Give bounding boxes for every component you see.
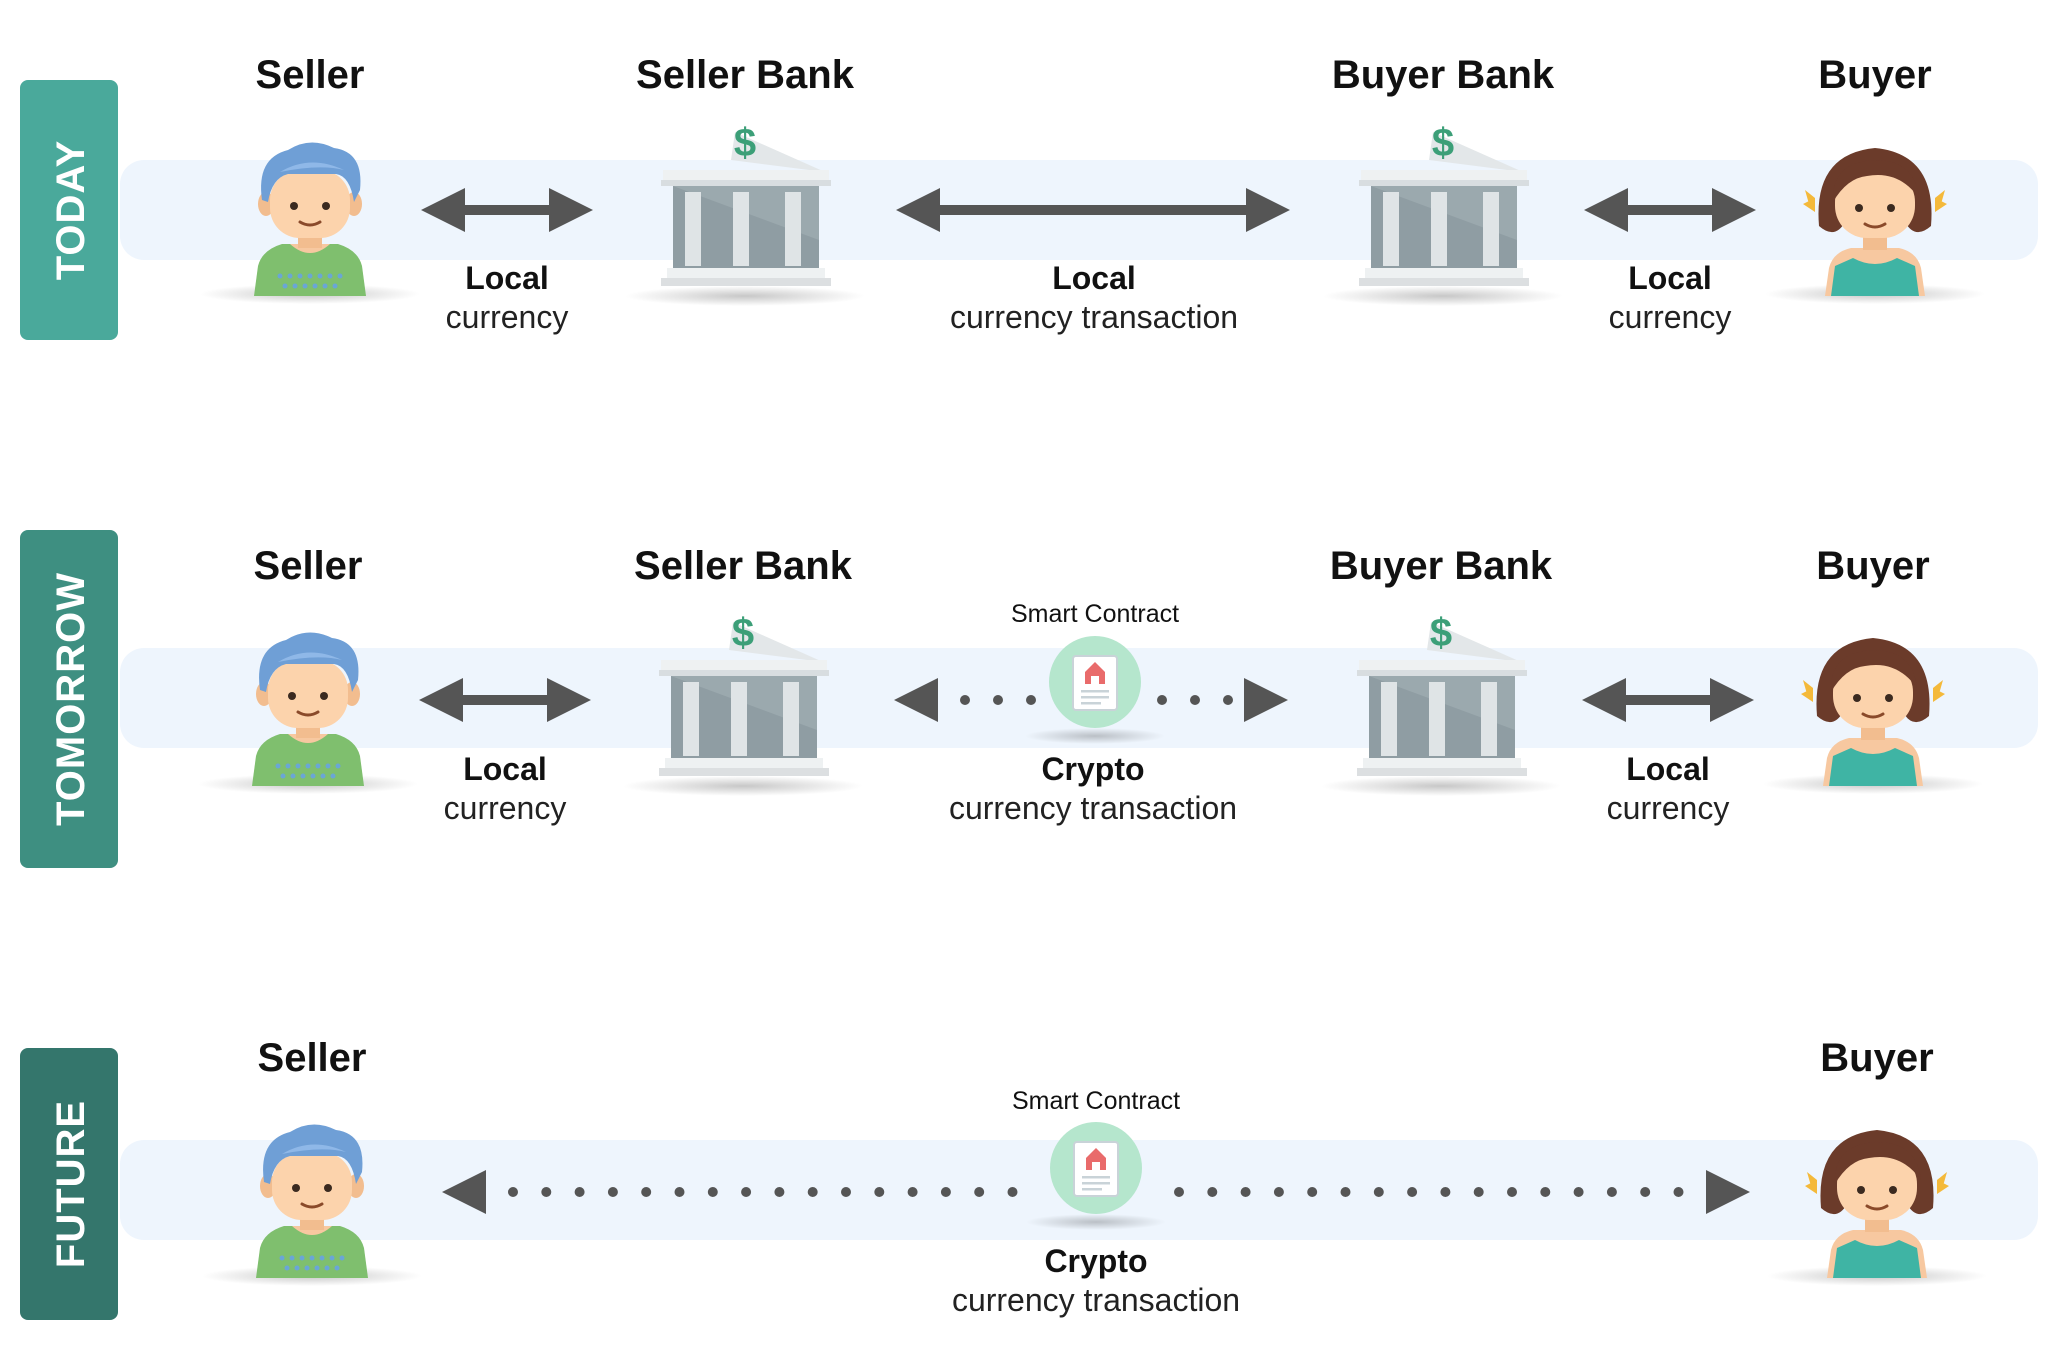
- dotted-arrow-icon: [442, 1170, 1750, 1214]
- arrow-dot: [774, 1187, 785, 1197]
- row-tomorrow: TOMORROW Seller Seller Bank Buyer Bank B…: [20, 530, 2038, 868]
- future-smart-contract-label: Smart Contract: [1012, 1087, 1180, 1115]
- row-future: FUTURE Seller Buyer Smart Contract Crypt…: [20, 1036, 2038, 1320]
- today-seller-title: Seller: [256, 53, 365, 97]
- arrow-dot: [707, 1187, 718, 1197]
- future-label-box: [20, 1048, 118, 1320]
- tomorrow-buyer-title: Buyer: [1816, 544, 1929, 588]
- arrow-dot: [940, 1187, 951, 1197]
- future-middle-caption-bold: Crypto: [1044, 1243, 1147, 1279]
- future-middle-caption: currency transaction: [952, 1282, 1240, 1318]
- arrow-dot: [1573, 1187, 1584, 1197]
- tomorrow-right-caption: currency: [1607, 790, 1730, 826]
- tomorrow-label: TOMORROW: [49, 572, 93, 826]
- future-seller-title: Seller: [258, 1036, 367, 1080]
- arrow-dot: [508, 1187, 518, 1197]
- tomorrow-seller-bank-title: Seller Bank: [634, 544, 853, 588]
- arrow-dot: [1207, 1187, 1218, 1197]
- arrow-dot: [907, 1187, 918, 1197]
- arrow-dot: [874, 1187, 885, 1197]
- today-right-caption: currency: [1609, 299, 1732, 335]
- arrow-dot: [1407, 1187, 1418, 1197]
- tomorrow-middle-caption: currency transaction: [949, 790, 1237, 826]
- tomorrow-right-caption-bold: Local: [1626, 751, 1710, 787]
- arrow-dot: [1540, 1187, 1551, 1197]
- today-right-caption-bold: Local: [1628, 260, 1712, 296]
- tomorrow-left-caption: currency: [444, 790, 567, 826]
- today-middle-caption-bold: Local: [1052, 260, 1136, 296]
- arrow-dot: [1307, 1187, 1318, 1197]
- today-left-caption: currency: [446, 299, 569, 335]
- arrow-dot: [1440, 1187, 1451, 1197]
- arrow-dot: [741, 1187, 752, 1197]
- today-seller-bank-title: Seller Bank: [636, 53, 855, 97]
- double-arrow-icon: [896, 188, 1290, 232]
- tomorrow-left-caption-bold: Local: [463, 751, 547, 787]
- tomorrow-seller-title: Seller: [254, 544, 363, 588]
- arrow-dot: [1273, 1187, 1284, 1197]
- today-buyer-bank-title: Buyer Bank: [1332, 53, 1555, 97]
- arrow-dot: [1507, 1187, 1517, 1197]
- arrow-dot: [974, 1187, 985, 1197]
- row-today: TODAY Seller Seller Bank Buyer Bank Buye…: [20, 53, 2038, 340]
- arrow-dot: [1240, 1187, 1251, 1197]
- arrow-dot: [1673, 1187, 1684, 1197]
- tomorrow-buyer-bank-title: Buyer Bank: [1330, 544, 1553, 588]
- arrow-dot: [1007, 1187, 1018, 1197]
- today-middle-caption: currency transaction: [950, 299, 1238, 335]
- arrow-dot: [607, 1187, 618, 1197]
- today-label: TODAY: [49, 140, 93, 281]
- today-buyer-title: Buyer: [1818, 53, 1931, 97]
- tomorrow-smart-contract-label: Smart Contract: [1011, 600, 1179, 628]
- arrow-dot: [1373, 1187, 1384, 1197]
- arrow-dot: [1174, 1187, 1184, 1197]
- arrow-dot: [1473, 1187, 1484, 1197]
- today-left-caption-bold: Local: [465, 260, 549, 296]
- arrow-dot: [641, 1187, 652, 1197]
- future-label: FUTURE: [49, 1100, 93, 1268]
- arrow-dot: [541, 1187, 552, 1197]
- arrow-dot: [807, 1187, 818, 1197]
- arrow-dot: [674, 1187, 685, 1197]
- arrow-dot: [841, 1187, 851, 1197]
- arrow-dot: [1340, 1187, 1351, 1197]
- arrow-dot: [1606, 1187, 1617, 1197]
- arrow-dot: [1640, 1187, 1651, 1197]
- today-label-box: [20, 80, 118, 340]
- future-buyer-title: Buyer: [1820, 1036, 1933, 1080]
- dotted-arrow-icon: [894, 678, 1288, 722]
- tomorrow-middle-caption-bold: Crypto: [1041, 751, 1144, 787]
- tomorrow-label-box: [20, 530, 118, 868]
- arrow-dot: [574, 1187, 585, 1197]
